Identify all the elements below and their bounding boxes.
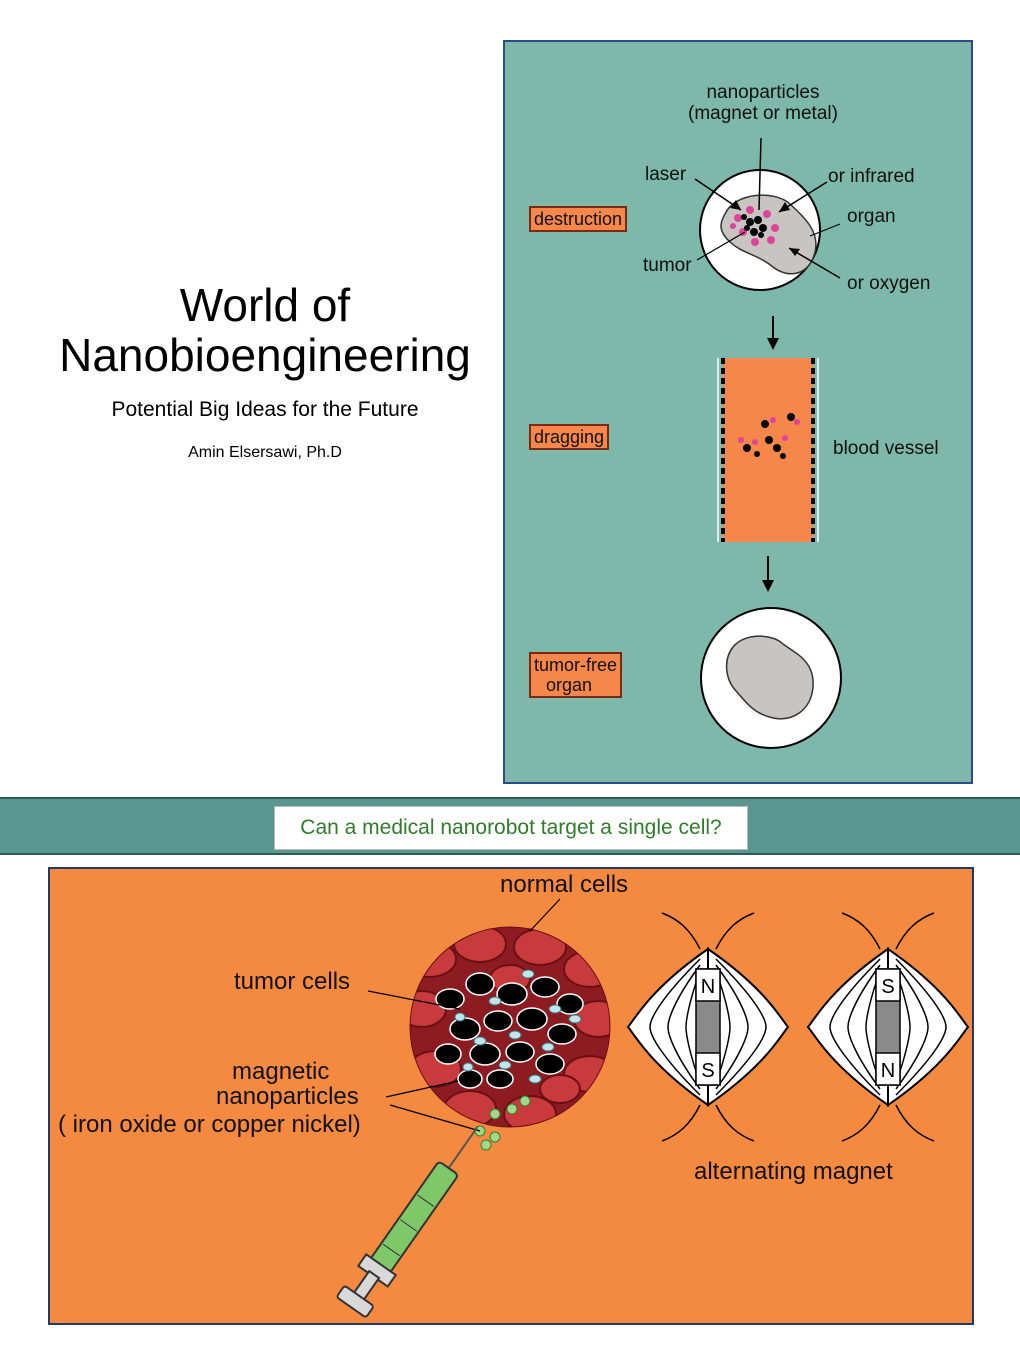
label-tumor: tumor — [643, 255, 692, 276]
label-normal-cells: normal cells — [500, 871, 629, 898]
stage-tumor-free-line2: organ — [546, 675, 593, 695]
subtitle: Potential Big Ideas for the Future — [111, 398, 419, 421]
nanoparticles-in-cells — [454, 969, 582, 1084]
label-organ: organ — [847, 206, 896, 227]
label-nanoparticles: nanoparticles (magnet or metal) — [683, 82, 843, 124]
label-laser: laser — [645, 164, 687, 185]
magnet-2-bottom-pole: N — [881, 1060, 895, 1082]
label-alternating-magnet: alternating magnet — [694, 1158, 893, 1185]
nanoparticle-cluster — [730, 206, 779, 246]
stage-destruction: destruction — [529, 206, 628, 232]
label-blood-vessel: blood vessel — [833, 438, 939, 459]
label-nanoparticles-line1: nanoparticles — [706, 82, 820, 103]
tumor-destruction-illustration — [694, 137, 842, 749]
label-or-oxygen: or oxygen — [847, 273, 931, 294]
nanorobot-illustration: N S S N — [336, 898, 970, 1318]
label-magnetic-line2: nanoparticles — [216, 1083, 359, 1110]
nanorobot-targeting-diagram: N S S N normal cells tumor cells — [48, 867, 974, 1325]
magnet-2-top-pole: S — [881, 976, 894, 998]
title-block: World of Nanobioengineering Potential Bi… — [20, 280, 510, 462]
magnet-2: S N — [806, 912, 970, 1142]
stage-tumor-free-line1: tumor-free — [534, 655, 618, 675]
magnet-1: N S — [626, 912, 790, 1142]
page-title-line2: Nanobioengineering — [59, 329, 471, 381]
stage-tumor-free: tumor-free organ — [529, 652, 623, 698]
tumor-cells-cluster — [434, 972, 584, 1089]
tumor-destruction-diagram: destruction dragging tumor-free organ na… — [503, 40, 973, 784]
label-nanoparticles-line2: (magnet or metal) — [688, 103, 838, 124]
magnified-cells — [410, 927, 610, 1127]
stage-dragging: dragging — [529, 424, 610, 450]
question-text: Can a medical nanorobot target a single … — [300, 816, 722, 839]
label-magnetic-line3: ( iron oxide or copper nickel) — [58, 1111, 361, 1138]
magnet-1-top-pole: N — [701, 976, 715, 998]
label-magnetic-line1: magnetic — [232, 1058, 330, 1085]
magnet-1-bottom-pole: S — [701, 1060, 714, 1082]
tumor-free-organ-shape — [725, 635, 814, 720]
particles-in-vessel — [738, 413, 800, 459]
question-box: Can a medical nanorobot target a single … — [274, 806, 748, 850]
label-or-infrared: or infrared — [828, 166, 915, 187]
label-tumor-cells: tumor cells — [234, 968, 351, 995]
syringe — [336, 1126, 479, 1318]
blood-vessel — [723, 358, 813, 542]
page-title-line1: World of — [179, 279, 351, 331]
author: Amin Elsersawi, Ph.D — [188, 444, 342, 461]
